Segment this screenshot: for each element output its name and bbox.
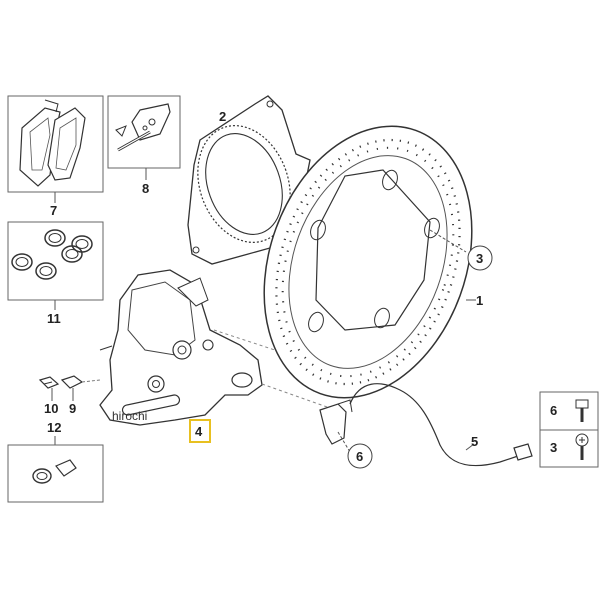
banjo-fitting[interactable]	[60, 375, 101, 389]
seal-ring-box[interactable]	[7, 221, 104, 301]
callout-2: 2	[219, 109, 226, 124]
callout-8: 8	[142, 181, 149, 196]
legend-label-top: 6	[550, 403, 557, 418]
watermark-text: hirochi	[112, 409, 148, 423]
callout-11: 11	[47, 311, 61, 326]
callout-12: 12	[47, 420, 61, 435]
callout-4: 4	[195, 424, 203, 439]
callout-1: 1	[476, 293, 483, 308]
bleeder-valve[interactable]	[38, 376, 60, 389]
brake-caliper[interactable]	[99, 269, 331, 426]
callout-5: 5	[471, 434, 478, 449]
callout-6: 6	[356, 449, 363, 464]
callout-10: 10	[44, 401, 58, 416]
callout-3: 3	[476, 251, 483, 266]
highlight-box	[189, 419, 211, 443]
legend-label-bottom: 3	[550, 440, 557, 455]
pin-clip-box[interactable]	[107, 95, 181, 169]
fastener-legend[interactable]	[539, 391, 599, 468]
pad-kit-box[interactable]	[7, 95, 104, 193]
callout-9: 9	[69, 401, 76, 416]
cap-kit-box[interactable]	[7, 444, 104, 503]
callout-7: 7	[50, 203, 57, 218]
brake-disc[interactable]	[228, 97, 508, 427]
